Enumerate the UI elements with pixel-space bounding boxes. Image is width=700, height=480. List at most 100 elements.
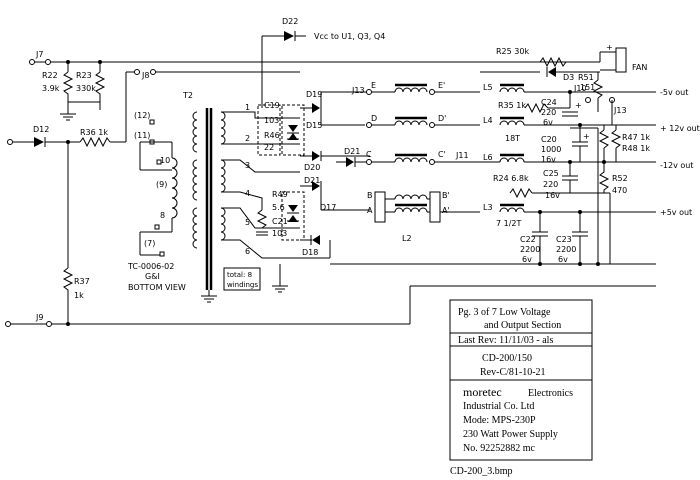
tap-c-prime: C' [438,150,446,159]
l3-label: L3 [483,203,493,212]
j7-terminal-left [29,59,35,65]
l4-row: L4 18T + 12v out [483,116,700,143]
d15-label: D15 [306,121,322,130]
d20-label: D20 [304,163,320,172]
d17-diode: D21 [300,176,322,191]
tb-mode: Mode: MPS-230P [463,415,536,426]
d19-diode: D19 [300,90,322,113]
r35-c24: R35 1k C24 220 6v + [498,92,582,127]
t2-pin-6: 6 [245,247,250,256]
r51-label: R51 [578,73,594,82]
c23-v1: 2200 [556,245,576,254]
c19-value: 103 [264,116,279,125]
j9-label: J9 [35,313,43,322]
fan-connector [615,47,627,73]
l3-turns: 7 1/2T [496,219,522,228]
j10-j13: J10 J13 [570,84,627,129]
d3-label: D3 [563,73,574,82]
d21-label: D21 [344,147,360,156]
c24-v1: 220 [541,108,556,117]
tb-rev: Rev-C/81-10-21 [480,367,546,378]
r35-label: R35 1k [498,101,526,110]
t2-maker: G&I [145,272,160,281]
r23-value: 330k [76,84,96,93]
r47-label: R47 1k [622,133,650,142]
t2-pin-9: (9) [156,180,167,189]
l6-label: L6 [483,153,493,162]
j7-terminal-right [45,59,51,65]
r47-r48: R47 1k R48 1k [598,125,650,162]
j10-label: J10 [573,84,587,93]
l4-turns: 18T [505,134,520,143]
c24-label: C24 [541,98,557,107]
tb-section: and Output Section [484,320,561,331]
c25-v1: 220 [543,180,558,189]
r23-label: R23 [76,71,92,80]
r49-value: 5.6 [272,203,285,212]
c22-v2: 6v [522,255,532,264]
tap-c: C [366,150,372,159]
r49-label: R49 [272,190,288,199]
tap-e: E [371,81,376,90]
d22-label: D22 [282,17,298,26]
tap-a: A [367,206,373,215]
c23-v2: 6v [558,255,568,264]
d21-diode: D21 [336,147,360,167]
j13-label: J13 [613,106,627,115]
r25-label: R25 30k [496,47,529,56]
j8-line: J8 [99,69,300,112]
j7-rail: J7 [29,50,600,65]
r37-branch: R37 1k J9 [5,142,411,327]
tb-number: No. 92252882 mc [463,443,536,454]
t2-pin-1: 1 [245,103,250,112]
j12-label: J13 [351,86,365,95]
tap-b: B [367,191,373,200]
c20-v1: 1000 [541,145,561,154]
inductor-l2: J13 E E' D D' C C' J11 B A B' [321,81,480,243]
r52-value: 470 [612,186,627,195]
c20-label: C20 [541,135,557,144]
d3-r51: D3 R51 151 [480,67,604,112]
t2-pin-11: (11) [134,131,150,140]
ground-bus [272,128,656,293]
t2-part: TC-0006-02 [127,262,174,271]
snubber-upper: C19 103 R46 22 D15 [257,101,322,156]
r22-value: 3.9k [42,84,60,93]
tb-company2: Industrial Co. Ltd [463,401,534,412]
l5-row: L5 -5v out [483,83,688,97]
c24-v2: 6v [543,118,553,127]
fan-plus: + [606,43,613,52]
minus12-out: -12v out [660,161,693,170]
tb-model: CD-200/150 [482,353,532,364]
c19-label: C19 [264,101,280,110]
t2-pin-4: 4 [245,189,250,198]
j8-label: J8 [141,71,149,80]
tap-a-prime: A' [442,206,450,215]
l6-row: L6 -12v out [470,153,693,170]
c25-v2: 16v [545,191,560,200]
d18-diode: D18 [300,235,320,257]
r48-label: R48 1k [622,144,650,153]
d12-label: D12 [33,125,49,134]
windings-note-box [223,267,261,291]
c21-value: 103 [272,229,287,238]
tb-company: moretec [463,385,502,399]
r52-label: R52 [612,174,628,183]
tb-rev-date: Last Rev: 11/11/03 - als [458,335,553,346]
d19-label: D19 [306,90,322,99]
t2-label: T2 [182,91,193,100]
fan-label: FAN [632,63,647,72]
c22-label: C22 [520,235,536,244]
j7-label: J7 [35,50,43,59]
r46-label: R46 [264,131,280,140]
r51-value: 151 [580,83,595,92]
r22-label: R22 [42,71,58,80]
transformer-t2: T2 (12) (11) 10 (9) 8 (7) 1 2 [127,91,300,303]
windings-note-b: windings [227,281,258,289]
r24-r52: R24 6.8k R52 470 [493,162,628,199]
t2-pin-8: 8 [160,211,165,220]
minus5-out: -5v out [660,88,688,97]
d20-diode: D20 [300,151,322,172]
d16-label: D17 [320,203,336,212]
